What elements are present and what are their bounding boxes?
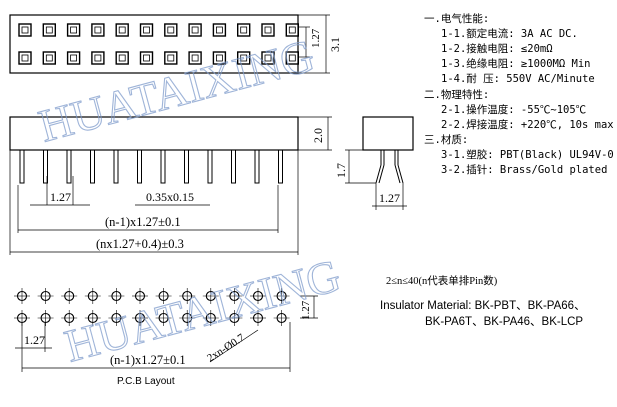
pin-square-inner xyxy=(191,54,199,62)
pin-square-outer xyxy=(42,51,56,65)
pin-square-outer xyxy=(212,23,227,37)
dim-span-n1: (n-1)x1.27±0.1 xyxy=(105,215,181,229)
front-pin xyxy=(90,149,95,184)
spec-line: 1-3.绝缘电阻: ≥1000MΩ Min xyxy=(441,57,590,70)
pin-square-outer xyxy=(188,23,202,37)
pin-square-inner xyxy=(240,54,248,62)
pin-square-inner xyxy=(288,26,296,34)
pcb-holes xyxy=(14,288,290,326)
insulator-line-1: Insulator Material: BK-PBT、BK-PA66、 xyxy=(380,300,586,312)
pin-square-outer xyxy=(285,23,299,37)
pin-square-inner xyxy=(240,26,248,34)
dim-top-pitch: 1.27 xyxy=(310,28,322,48)
spec-line: 2-2.焊接温度: +220℃, 10s max xyxy=(441,118,614,131)
front-pin xyxy=(113,149,119,184)
dim-side-pin: 1.7 xyxy=(334,163,348,178)
pin-square-inner xyxy=(191,26,199,34)
watermark-top: HUATAIXING xyxy=(33,29,319,151)
pin-square-inner xyxy=(21,26,29,34)
pin-square-outer xyxy=(66,23,81,37)
pin-square-inner xyxy=(70,54,77,62)
front-pin xyxy=(160,149,166,184)
front-pin xyxy=(207,149,213,184)
pin-square-outer xyxy=(164,51,178,65)
pin-square-outer xyxy=(261,23,275,37)
front-pin xyxy=(66,149,72,184)
dim-pcb-hole: 2xn-Ø0.7 xyxy=(205,331,247,364)
pin-square-inner xyxy=(264,54,272,62)
range-note: 2≤n≤40(n代表单排Pin数) xyxy=(386,274,498,287)
pin-square-outer xyxy=(115,51,129,65)
pin-square-outer xyxy=(139,51,154,65)
dim-pcb-span: (n-1)x1.27±0.1 xyxy=(110,353,186,367)
spec-line: 1-4.耐 压: 550V AC/Minute xyxy=(441,72,595,85)
pin-square-outer xyxy=(212,51,227,65)
spec-list: 一.电气性能: 1-1.额定电流: 3A AC DC. 1-2.接触电阻: ≤20m… xyxy=(424,12,614,176)
top-view xyxy=(9,14,330,74)
pin-square-inner xyxy=(288,54,296,62)
pin-square-inner xyxy=(45,26,53,34)
pin-square-inner xyxy=(167,54,175,62)
pin-squares xyxy=(18,23,299,65)
pin-square-inner xyxy=(167,26,175,34)
spec-line: 3-1.塑胶: PBT(Black) UL94V-0 xyxy=(441,148,614,161)
dim-span-total: (nx1.27+0.4)±0.3 xyxy=(96,237,184,251)
spec-line: 一.电气性能: xyxy=(424,12,489,25)
pin-square-inner xyxy=(118,26,126,34)
pin-square-inner xyxy=(215,54,223,62)
pin-square-inner xyxy=(215,26,223,34)
pin-square-inner xyxy=(143,54,150,62)
pcb-layout-label: P.C.B Layout xyxy=(117,376,175,387)
pcb-layout xyxy=(14,288,318,372)
pin-square-outer xyxy=(42,23,56,37)
front-pin xyxy=(254,149,260,184)
front-pin xyxy=(231,149,236,184)
pin-square-inner xyxy=(143,26,150,34)
dim-body-height: 2.0 xyxy=(311,128,325,143)
front-pin xyxy=(184,149,189,184)
dim-pcb-row-pitch: 1.27 xyxy=(300,300,312,320)
spec-line: 3-2.插针: Brass/Gold plated xyxy=(441,163,607,176)
pin-square-inner xyxy=(118,54,126,62)
pin-square-inner xyxy=(94,26,102,34)
pin-square-outer xyxy=(188,51,202,65)
spec-line: 2-1.操作温度: -55℃~105℃ xyxy=(441,103,587,116)
pin-square-outer xyxy=(91,23,105,37)
pin-square-outer xyxy=(139,23,154,37)
pin-square-outer xyxy=(91,51,105,65)
side-view xyxy=(345,116,414,210)
pin-square-inner xyxy=(94,54,102,62)
front-pins xyxy=(19,149,283,184)
front-pin xyxy=(137,149,142,184)
dim-front-pitch: 1.27 xyxy=(50,190,71,204)
spec-line: 二.物理特性: xyxy=(424,88,489,101)
pin-square-outer xyxy=(18,51,32,65)
spec-line: 三.材质: xyxy=(424,133,468,146)
pin-square-outer xyxy=(236,51,251,65)
pin-square-inner xyxy=(21,54,29,62)
dim-side-width: 1.27 xyxy=(379,191,400,205)
spec-line: 1-2.接触电阻: ≤20mΩ xyxy=(441,42,553,55)
front-pin xyxy=(19,149,25,184)
dim-pcb-pitch: 1.27 xyxy=(24,333,45,347)
dim-pin-size: 0.35x0.15 xyxy=(146,190,194,204)
pin-square-inner xyxy=(264,26,272,34)
pin-square-outer xyxy=(285,51,299,65)
front-pin xyxy=(278,149,283,184)
pin-square-outer xyxy=(164,23,178,37)
pin-square-outer xyxy=(236,23,251,37)
spec-line: 1-1.额定电流: 3A AC DC. xyxy=(441,27,578,40)
pin-square-outer xyxy=(18,23,32,37)
pin-square-outer xyxy=(115,23,129,37)
pin-square-inner xyxy=(45,54,53,62)
insulator-line-2: BK-PA6T、BK-PA46、BK-LCP xyxy=(425,316,583,328)
dim-top-height: 3.1 xyxy=(328,37,342,52)
pin-square-inner xyxy=(70,26,77,34)
pin-square-outer xyxy=(66,51,81,65)
front-view xyxy=(9,116,332,255)
pin-square-outer xyxy=(261,51,275,65)
front-pin xyxy=(43,149,48,184)
